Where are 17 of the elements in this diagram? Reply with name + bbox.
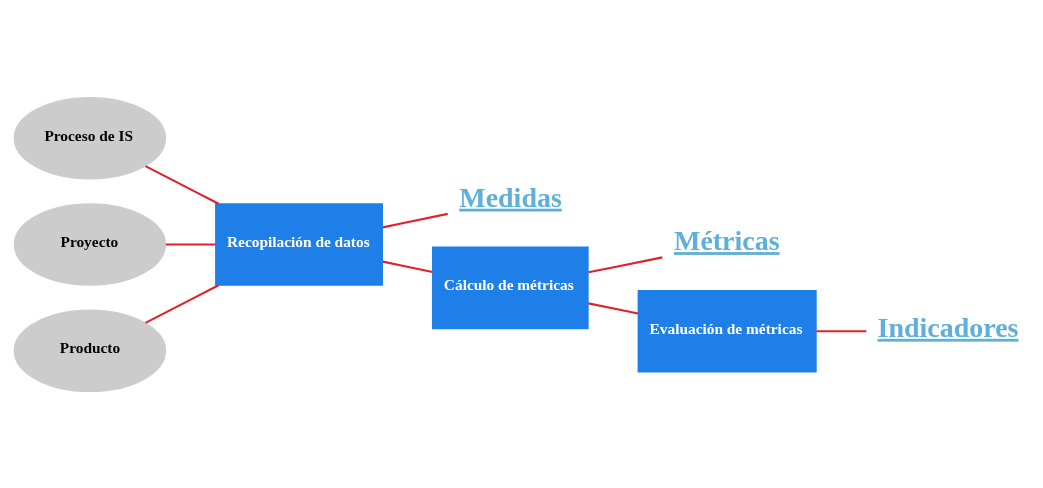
node-box: Evaluación de métricas [637,289,817,372]
node-ellipse: Proyecto [13,202,167,286]
node-text: Indicadores [877,311,1019,343]
node-box: Recopilación de datos [215,202,383,286]
node-ellipse: Producto [13,309,167,392]
connector [145,164,220,205]
node-text: Medidas [459,181,562,213]
node-ellipse: Proceso de IS [13,96,167,179]
connector [588,255,663,273]
connector [145,283,220,324]
connector [382,260,433,273]
connector [816,329,867,332]
connector [382,212,448,228]
node-box: Cálculo de métricas [431,246,589,329]
connector [165,242,216,246]
node-text: Métricas [674,224,780,256]
connector [588,301,639,314]
